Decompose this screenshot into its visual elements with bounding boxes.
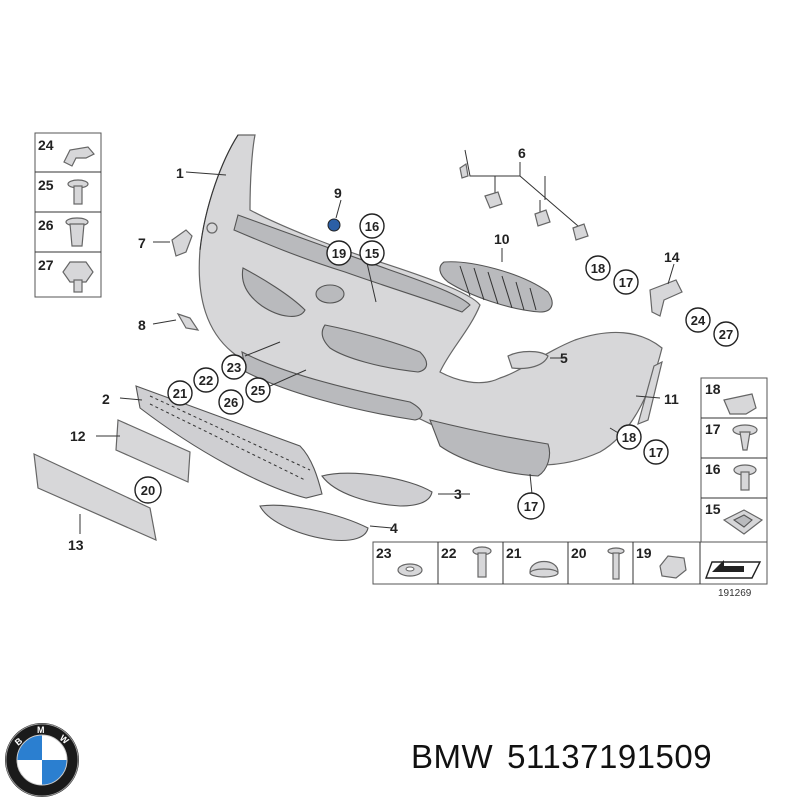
- circled-23: 23: [227, 360, 241, 375]
- table-label-23: 23: [376, 545, 392, 561]
- screw-icon: [472, 546, 492, 578]
- callout-3: 3: [454, 486, 462, 502]
- cap-icon: [529, 560, 559, 578]
- image-number: 191269: [718, 588, 752, 599]
- callout-numbers: 1 2 3 4 5 6 7 8 9 10 11 12 13 14: [68, 145, 680, 553]
- brand-part-label: BMW 51137191509: [411, 738, 712, 776]
- expansion-rivet-icon: [732, 424, 758, 451]
- circled-18-top: 18: [591, 261, 605, 276]
- rivet-icon: [607, 547, 625, 580]
- logo-letter: M: [37, 725, 45, 735]
- bracket-8: [176, 312, 200, 331]
- plate-base: [33, 453, 157, 542]
- clip-icon: [63, 146, 95, 167]
- screw-icon: [67, 179, 89, 205]
- callout-8: 8: [138, 317, 146, 333]
- circled-24: 24: [691, 313, 706, 328]
- screw-icon: [733, 464, 757, 491]
- table-label-25: 25: [38, 177, 54, 193]
- callout-13: 13: [68, 537, 84, 553]
- table-label-15: 15: [705, 501, 721, 517]
- clip-set: [459, 149, 589, 241]
- table-label-17: 17: [705, 421, 721, 437]
- bottom-fastener-table: 23 22 21 20 19: [372, 541, 768, 585]
- side-trim: [637, 360, 663, 426]
- vent-grille-right: [321, 472, 433, 507]
- grommet-icon: [722, 509, 764, 535]
- callout-10: 10: [494, 231, 510, 247]
- kidney-grille: [439, 261, 553, 313]
- table-label-21: 21: [506, 545, 522, 561]
- arrow-icon: [704, 560, 762, 579]
- table-label-20: 20: [571, 545, 587, 561]
- circled-25: 25: [251, 383, 265, 398]
- clip-icon: [723, 393, 757, 415]
- callout-9: 9: [334, 185, 342, 201]
- circled-18-bottom: 18: [622, 430, 636, 445]
- table-label-19: 19: [636, 545, 652, 561]
- callout-14: 14: [664, 249, 680, 265]
- vent-grille-left: [259, 504, 369, 542]
- circled-22: 22: [199, 373, 213, 388]
- bushing-icon: [65, 217, 89, 247]
- brand-name: BMW: [411, 738, 494, 775]
- nut-icon: [659, 555, 687, 579]
- callout-7: 7: [138, 235, 146, 251]
- callout-11: 11: [664, 391, 679, 407]
- callout-4: 4: [390, 520, 398, 536]
- part-number: 51137191509: [507, 738, 713, 775]
- bmw-logo-icon: B M W: [5, 723, 79, 797]
- callout-6: 6: [518, 145, 526, 161]
- circled-19: 19: [332, 246, 346, 261]
- emblem-9: [327, 218, 341, 232]
- circled-15: 15: [365, 246, 379, 261]
- callout-1: 1: [176, 165, 184, 181]
- front-bumper: [198, 134, 663, 477]
- table-label-26: 26: [38, 217, 54, 233]
- circled-21: 21: [173, 386, 187, 401]
- callout-12: 12: [70, 428, 86, 444]
- circled-17-bottom: 17: [524, 499, 538, 514]
- bracket-14: [649, 279, 683, 317]
- plate-holder: [115, 419, 191, 483]
- circled-20: 20: [141, 483, 155, 498]
- circled-callouts: 16 19 15 18 17 24 27 23 21 22 26 25 20 1…: [134, 213, 739, 520]
- lower-grille-mesh: [135, 385, 323, 499]
- callout-5: 5: [560, 350, 568, 366]
- table-label-27: 27: [38, 257, 54, 273]
- circled-26: 26: [224, 395, 238, 410]
- table-label-18: 18: [705, 381, 721, 397]
- right-fastener-table: 18 17 16 15: [700, 377, 768, 543]
- circled-17-top: 17: [619, 275, 633, 290]
- washer-icon: [397, 563, 423, 577]
- circled-16: 16: [365, 219, 379, 234]
- callout-2: 2: [102, 391, 110, 407]
- bracket-7: [171, 229, 193, 257]
- left-fastener-table: 24 25 26 27: [34, 132, 102, 298]
- table-label-24: 24: [38, 137, 54, 153]
- circled-27: 27: [719, 327, 733, 342]
- nut-icon: [62, 261, 94, 293]
- logo-letter: B: [13, 735, 25, 747]
- table-label-16: 16: [705, 461, 721, 477]
- table-label-22: 22: [441, 545, 457, 561]
- circled-17-side: 17: [649, 445, 663, 460]
